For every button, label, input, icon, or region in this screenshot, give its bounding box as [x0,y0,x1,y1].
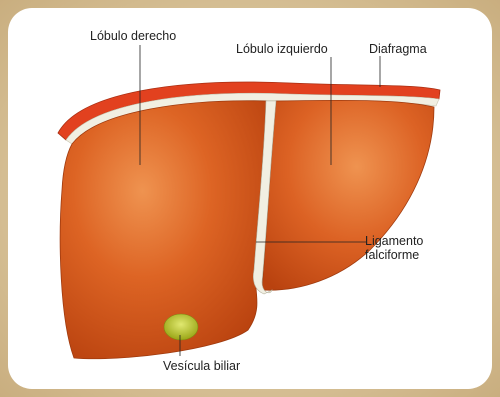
right-lobe [60,101,266,359]
label-gallbladder: Vesícula biliar [163,359,240,373]
label-right-lobe: Lóbulo derecho [90,29,176,43]
label-ligament-line1: Ligamento [365,234,423,248]
label-left-lobe: Lóbulo izquierdo [236,42,328,56]
label-diaphragm: Diafragma [369,42,427,56]
label-ligament-line2: falciforme [365,248,419,262]
gallbladder [164,314,198,340]
illustration-card: Lóbulo derecho Lóbulo izquierdo Diafragm… [8,8,492,389]
liver-illustration [8,8,492,389]
